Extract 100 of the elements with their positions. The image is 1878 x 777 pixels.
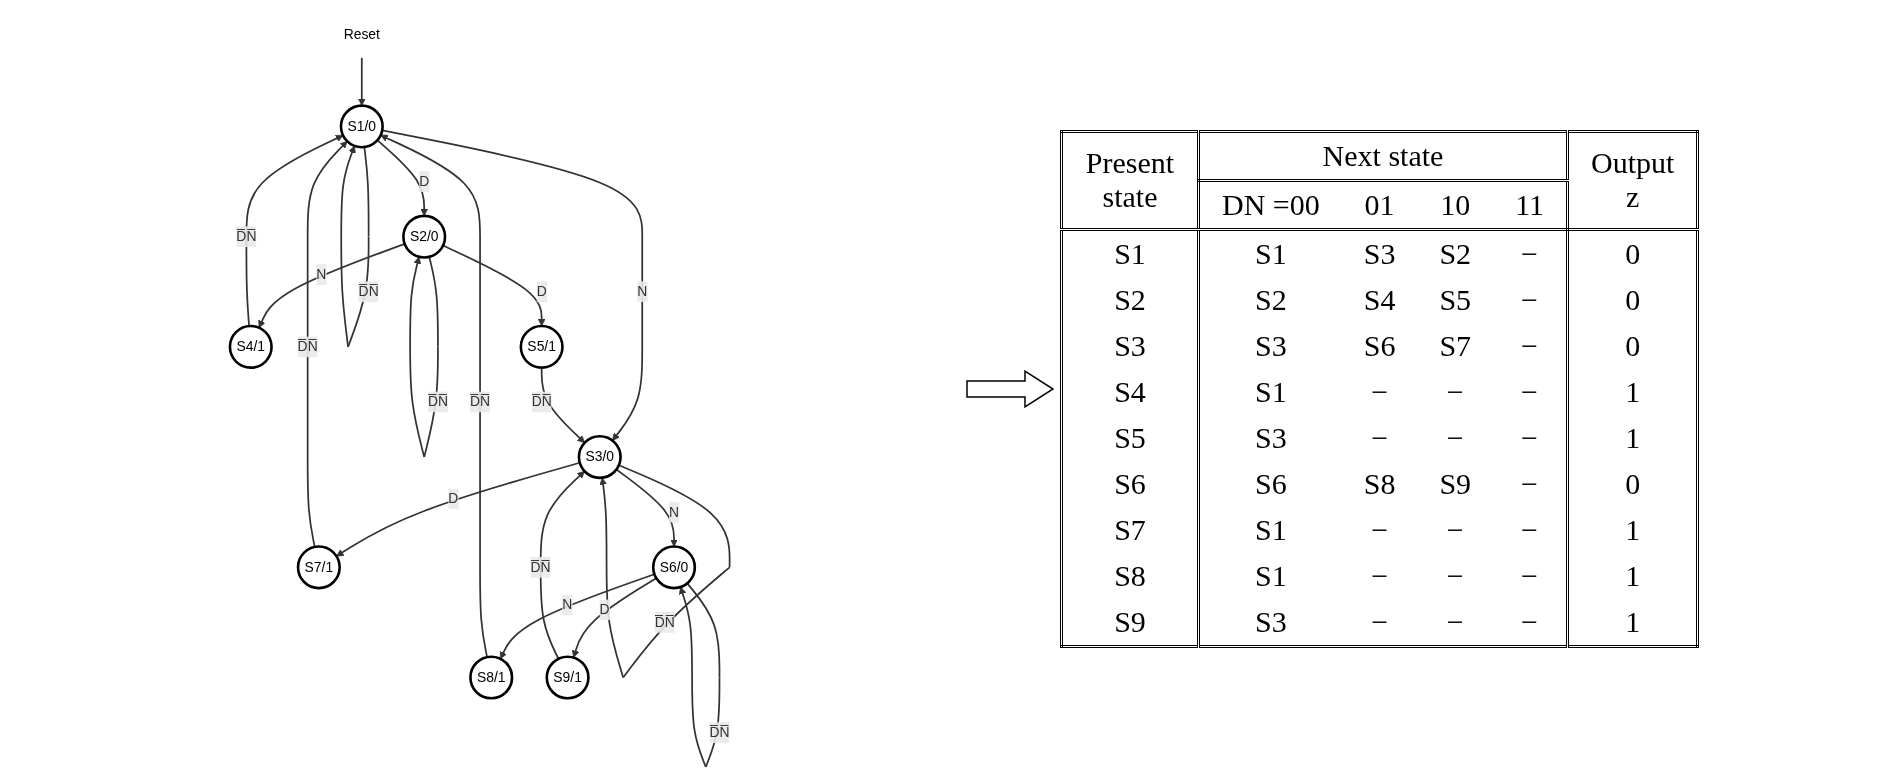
next-state-entry: − <box>1445 511 1465 548</box>
edge-label: D̅N̅ <box>530 558 551 574</box>
next-state-entry: S1 <box>1198 552 1342 599</box>
arrow <box>376 138 429 216</box>
node-text: Reset <box>343 26 381 41</box>
arrow <box>572 576 658 658</box>
next-state-entry: S3 <box>1198 414 1342 461</box>
next-state-entry: − <box>1370 373 1390 410</box>
next-state-entry: − <box>1493 598 1568 646</box>
next-state-entry: − <box>1341 598 1418 646</box>
next-state-entry: − <box>1493 322 1568 369</box>
arrow <box>336 461 581 557</box>
next-state-entry: − <box>1370 419 1390 456</box>
next-state-entry: S6 <box>1198 460 1342 507</box>
arrow <box>540 366 586 443</box>
output-value: 1 <box>1567 552 1698 599</box>
column-header: Output z <box>1567 131 1698 229</box>
arrow <box>381 129 644 441</box>
arrow <box>599 463 731 678</box>
edge-label: D̅N̅ <box>531 393 552 409</box>
node-circle: S7/1 <box>296 544 342 589</box>
state-name: S7 <box>1061 506 1199 553</box>
next-state-entry: S8 <box>1362 465 1397 502</box>
column-header: Present state <box>1061 131 1199 229</box>
output-value: 1 <box>1567 506 1698 553</box>
node-circle: S4/1 <box>228 324 274 369</box>
next-state-entry: S7 <box>1438 327 1473 364</box>
node-circle: S1/0 <box>339 103 385 149</box>
next-state-entry: − <box>1493 552 1568 599</box>
state-name: S6 <box>1061 460 1199 507</box>
next-state-entry: S3 <box>1198 322 1342 369</box>
edge-label: D̅N̅ <box>470 393 491 409</box>
column-header: Next state <box>1198 131 1568 180</box>
edge-label: N <box>562 596 573 612</box>
arrow <box>340 145 370 348</box>
next-state-entry: − <box>1493 229 1568 277</box>
next-state-entry: − <box>1445 373 1465 410</box>
edge-label: D̅N̅ <box>297 338 318 354</box>
edge-label: D̅N̅ <box>709 724 730 740</box>
next-state-entry: − <box>1445 557 1465 594</box>
state-name: S9 <box>1061 598 1199 646</box>
arrow <box>442 244 546 326</box>
column-header: 11 <box>1493 180 1568 229</box>
arrow <box>380 134 489 658</box>
next-state-entry: S1 <box>1198 229 1342 277</box>
edge-label: N <box>637 283 648 299</box>
next-state-entry: − <box>1445 419 1465 456</box>
arrow <box>539 470 586 660</box>
next-state-entry: − <box>1493 460 1568 507</box>
next-state-entry: S1 <box>1198 368 1342 415</box>
edge-label: D̅N̅ <box>358 283 379 299</box>
state-name: S1 <box>1061 229 1199 277</box>
output-value: 0 <box>1567 322 1698 369</box>
next-state-entry: S3 <box>1198 598 1342 646</box>
edge-label: D̅N̅ <box>236 228 257 244</box>
output-value: 1 <box>1567 598 1698 646</box>
column-header: 10 <box>1417 180 1494 229</box>
edge-label: N <box>316 266 327 282</box>
state-name: S2 <box>1061 276 1199 323</box>
state-name: S8 <box>1061 552 1199 599</box>
node-circle: S6/0 <box>652 544 697 589</box>
next-state-entry: − <box>1370 557 1390 594</box>
next-state-entry: S2 <box>1198 276 1342 323</box>
next-state-entry: S5 <box>1438 281 1473 318</box>
arrow <box>615 468 678 547</box>
state-name: S5 <box>1061 414 1199 461</box>
edge-label: N <box>669 503 680 519</box>
output-value: 0 <box>1567 460 1698 507</box>
next-state-entry: S6 <box>1362 327 1397 364</box>
edge-label: D̅N̅ <box>428 393 449 409</box>
next-state-entry: S3 <box>1341 229 1418 277</box>
arrow <box>358 56 366 106</box>
output-value: 0 <box>1567 229 1698 277</box>
arrow <box>679 581 721 768</box>
output-value: 1 <box>1567 414 1698 461</box>
edge-label: D̅N̅ <box>654 614 675 629</box>
next-state-entry: − <box>1493 368 1568 415</box>
edge-label: D <box>448 490 459 506</box>
edge-label: D <box>419 173 430 188</box>
output-value: 1 <box>1567 368 1698 415</box>
edge-label: D <box>536 283 547 299</box>
next-state-entry: − <box>1493 506 1568 553</box>
next-state-entry: − <box>1370 511 1390 548</box>
next-state-entry: − <box>1493 414 1568 461</box>
next-state-entry: S9 <box>1438 465 1473 502</box>
next-state-entry: S4 <box>1362 281 1397 318</box>
output-value: 0 <box>1567 276 1698 323</box>
arrow <box>258 242 406 328</box>
column-header: DN =00 <box>1198 180 1342 229</box>
state-name: S4 <box>1061 368 1199 415</box>
arrow <box>500 572 656 659</box>
node-circle: S9/1 <box>545 654 590 700</box>
node-circle: S8/1 <box>469 654 514 700</box>
next-state-entry: − <box>1493 276 1568 323</box>
state-name: S3 <box>1061 322 1199 369</box>
node-circle: S3/0 <box>577 434 623 479</box>
next-state-entry: S1 <box>1198 506 1342 553</box>
edge-label: D <box>599 601 610 617</box>
column-header: 01 <box>1341 180 1418 229</box>
node-circle: S2/0 <box>402 214 447 259</box>
